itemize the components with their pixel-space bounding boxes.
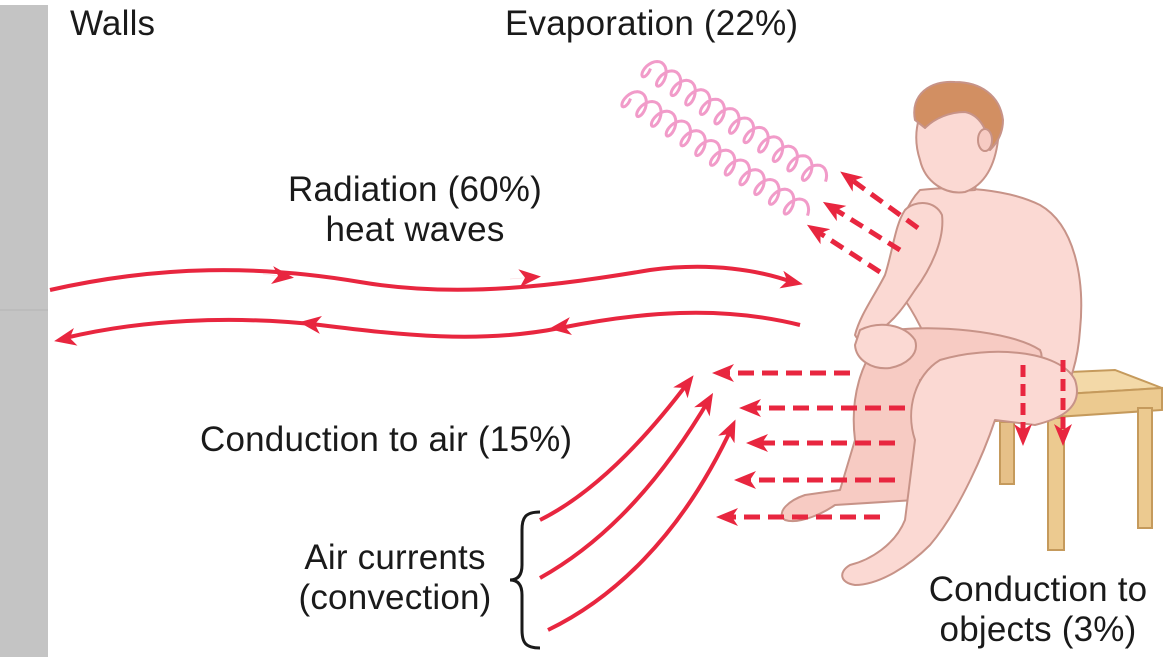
conduction-air-arrows bbox=[712, 364, 905, 526]
label-radiation-line2: heat waves bbox=[325, 210, 505, 249]
radiation-arrow-2 bbox=[509, 269, 541, 288]
radiation-wave-outgoing bbox=[49, 264, 796, 292]
label-conduction-air: Conduction to air (15%) bbox=[200, 420, 573, 459]
label-radiation: Radiation (60%) heat waves bbox=[250, 170, 580, 250]
label-air-currents-line2: (convection) bbox=[298, 578, 492, 617]
radiation-arrow-5 bbox=[299, 315, 331, 334]
radiation-arrow-1 bbox=[262, 266, 294, 285]
label-radiation-line1: Radiation (60%) bbox=[288, 170, 542, 209]
wall bbox=[0, 5, 48, 657]
seated-person bbox=[780, 80, 1083, 586]
label-conduction-objects-line2: objects (3%) bbox=[939, 610, 1137, 649]
radiation-arrow-6 bbox=[54, 328, 86, 346]
evaporation-arrows bbox=[806, 171, 920, 275]
label-walls: Walls bbox=[70, 4, 156, 43]
label-conduction-objects-line1: Conduction to bbox=[928, 570, 1148, 609]
evaporation-vapor bbox=[620, 59, 829, 216]
radiation-arrow-3 bbox=[769, 270, 803, 289]
label-air-currents: Air currents (convection) bbox=[270, 538, 520, 618]
radiation-wave-incoming bbox=[64, 310, 801, 340]
convection-arrows bbox=[539, 375, 736, 632]
conduction-objects-arrows bbox=[1014, 360, 1072, 446]
label-air-currents-line1: Air currents bbox=[304, 538, 486, 577]
label-conduction-objects: Conduction to objects (3%) bbox=[910, 570, 1166, 650]
air-currents-brace bbox=[509, 510, 541, 650]
label-evaporation: Evaporation (22%) bbox=[505, 4, 799, 43]
radiation-arrow-4 bbox=[549, 317, 581, 336]
